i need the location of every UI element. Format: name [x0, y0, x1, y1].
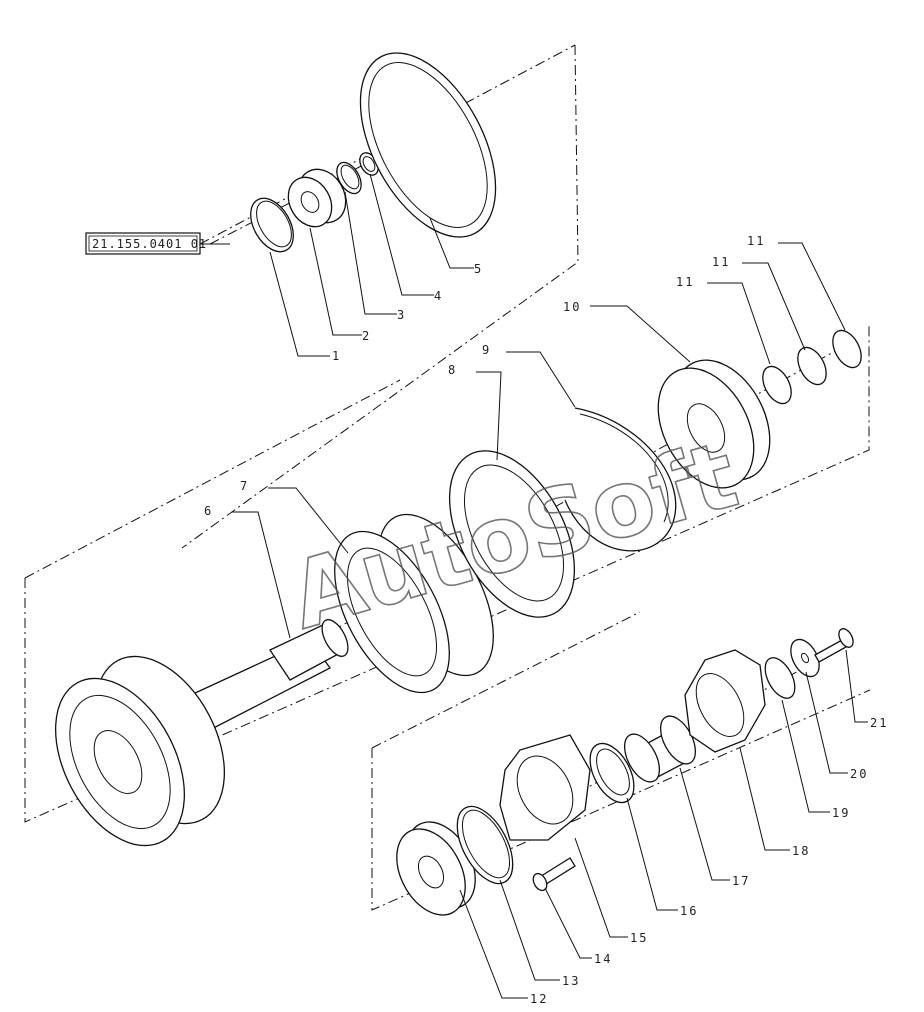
- part-21-bolt: [814, 628, 854, 663]
- part-11-seal-rings: [762, 329, 862, 405]
- part-12-bearing: [396, 821, 476, 916]
- callout-21: 21: [870, 716, 888, 730]
- callout-20: 20: [850, 767, 868, 781]
- part-6-shaft-gear: [54, 619, 349, 847]
- part-8-toothed-plate: [448, 450, 576, 618]
- part-13-ring: [456, 805, 514, 885]
- callout-2: 2: [362, 329, 371, 343]
- callout-13: 13: [562, 974, 580, 988]
- part-20-washer: [790, 638, 820, 678]
- callout-5: 5: [474, 262, 483, 276]
- callout-6: 6: [204, 504, 213, 518]
- callout-11b: 11: [712, 255, 730, 269]
- group-outline-bottom: [371, 611, 871, 911]
- callout-11a: 11: [676, 275, 694, 289]
- callout-12: 12: [530, 992, 548, 1006]
- callout-9: 9: [482, 343, 491, 357]
- reference-box-label: 21.155.0401 01: [92, 237, 207, 251]
- callout-4: 4: [434, 289, 443, 303]
- part-10-bearing: [657, 359, 771, 489]
- callout-15: 15: [630, 931, 648, 945]
- callout-labels: 1 2 3 4 5 6 7 8 9 10 11 11 11 12 13 14 1…: [204, 234, 888, 1006]
- callout-1: 1: [332, 349, 341, 363]
- callout-18: 18: [792, 844, 810, 858]
- callout-11c: 11: [747, 234, 765, 248]
- part-14-bolt: [532, 857, 576, 892]
- callout-16: 16: [680, 904, 698, 918]
- part-19-o-ring: [764, 657, 796, 699]
- part-16-seal: [589, 742, 635, 804]
- part-18-yoke: [684, 649, 766, 753]
- watermark: AutoSoft: [279, 421, 748, 650]
- reference-box: 21.155.0401 01: [85, 232, 207, 255]
- callout-10: 10: [563, 300, 581, 314]
- callout-19: 19: [832, 806, 850, 820]
- callout-7: 7: [240, 479, 249, 493]
- callout-3: 3: [397, 308, 406, 322]
- part-5-thrust-washer: [359, 52, 497, 238]
- leader-lines: [200, 173, 868, 999]
- callout-14: 14: [594, 952, 612, 966]
- part-9-snap-ring: [564, 407, 677, 552]
- part-1-snap-ring: [250, 197, 294, 253]
- part-2-bearing: [287, 168, 347, 228]
- part-17-sleeve: [623, 715, 697, 783]
- callout-17: 17: [732, 874, 750, 888]
- part-3-ring: [336, 161, 362, 195]
- part-15-cover-flange: [499, 734, 591, 841]
- group-outline-top: [181, 44, 579, 549]
- callout-8: 8: [448, 363, 457, 377]
